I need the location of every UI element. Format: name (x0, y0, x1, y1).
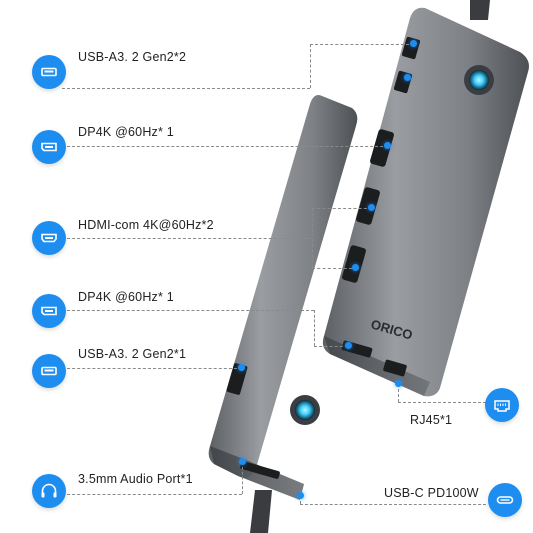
leader-line-3b (312, 268, 352, 269)
usb-a-icon (32, 354, 66, 388)
port-label: USB-A3. 2 Gen2*2 (78, 50, 187, 64)
port-dot (395, 380, 402, 387)
port-label: DP4K @60Hz* 1 (78, 125, 174, 139)
leader-line-1v (310, 44, 311, 88)
port-dot (238, 364, 245, 371)
leader-line-3a (312, 208, 372, 209)
port-label: RJ45*1 (410, 413, 453, 427)
leader-line-4 (62, 310, 314, 311)
leader-line-3 (62, 238, 312, 239)
leader-line-1b (62, 88, 310, 89)
port-dot (345, 342, 352, 349)
port-label: USB-A3. 2 Gen2*1 (78, 347, 187, 361)
ethernet-icon (485, 388, 519, 422)
port-dot (410, 40, 417, 47)
port-label: USB-C PD100W (384, 486, 479, 500)
leader-line-7 (398, 402, 486, 403)
port-dot (297, 492, 304, 499)
usb-a-icon (32, 55, 66, 89)
leader-line-1 (310, 44, 414, 45)
displayport-icon (32, 130, 66, 164)
port-dot (384, 142, 391, 149)
leader-line-3v (312, 208, 313, 268)
leader-line-4b (314, 346, 348, 347)
usb-c-icon (488, 483, 522, 517)
leader-line-2 (62, 146, 388, 147)
hdmi-icon (32, 221, 66, 255)
leader-line-6 (62, 494, 242, 495)
leader-line-5 (62, 368, 242, 369)
headphone-icon (32, 474, 66, 508)
port-dot (368, 204, 375, 211)
displayport-icon (32, 294, 66, 328)
port-dot (352, 264, 359, 271)
leader-line-4v (314, 310, 315, 346)
leader-line-6v (242, 462, 243, 494)
leader-line-8 (300, 504, 486, 505)
port-dot (239, 458, 246, 465)
port-label: 3.5mm Audio Port*1 (78, 472, 193, 486)
port-label: DP4K @60Hz* 1 (78, 290, 174, 304)
port-dot (404, 74, 411, 81)
port-label: HDMI-com 4K@60Hz*2 (78, 218, 214, 232)
leader-line-7v (398, 384, 399, 402)
